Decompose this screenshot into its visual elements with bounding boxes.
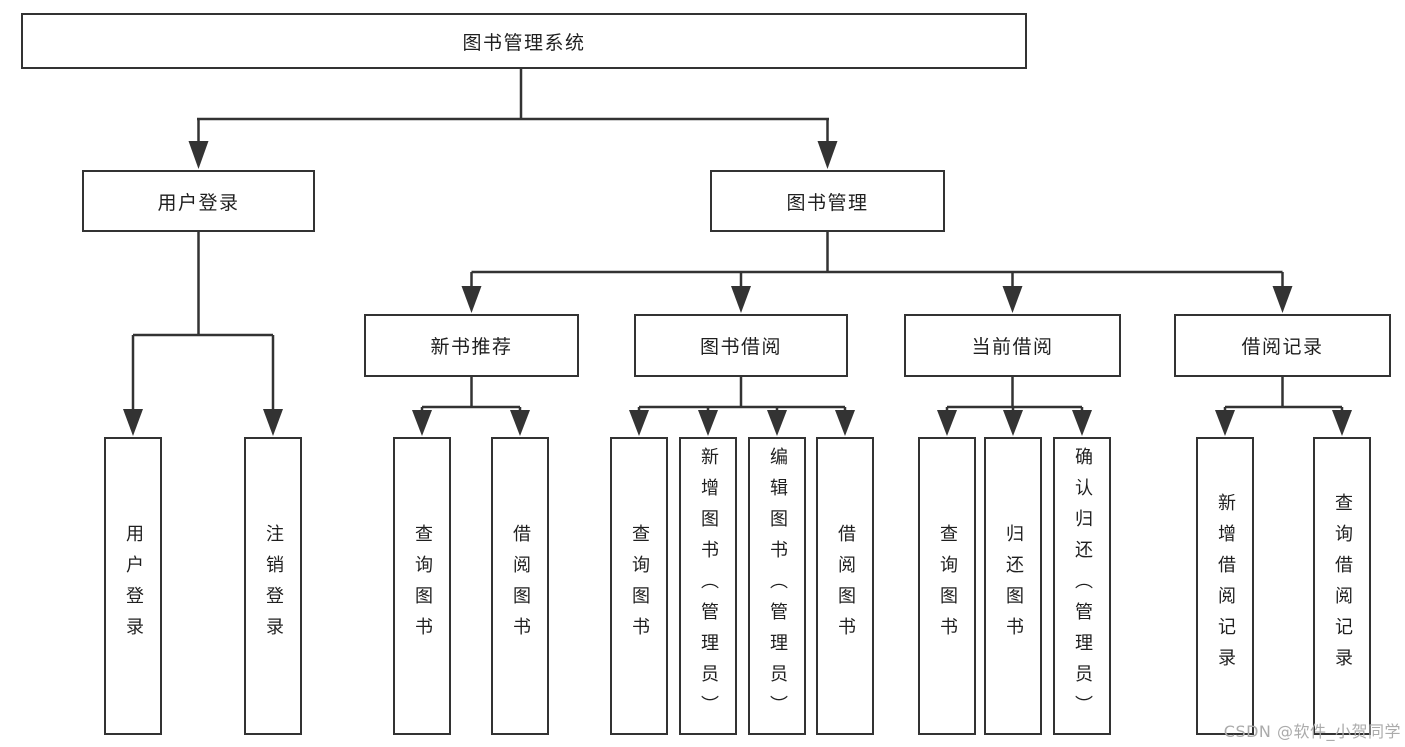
connector-book-borrowing-to-leaves	[629, 377, 855, 436]
leaf-borrow-books-recommend: 借阅图书	[491, 437, 549, 735]
connector-borrowing-records-to-leaves	[1215, 377, 1352, 436]
node-book-borrowing: 图书借阅	[634, 314, 848, 377]
leaf-label: 查询图书	[937, 524, 958, 648]
arrowhead-down-icon	[1003, 410, 1023, 436]
connector-new-book-recommendation-to-leaves	[412, 377, 530, 436]
connector-current-borrowing-to-leaves	[937, 377, 1092, 436]
arrowhead-down-icon	[731, 286, 751, 313]
leaf-query-books-current: 查询图书	[918, 437, 976, 735]
arrowhead-down-icon	[1002, 286, 1023, 313]
leaf-logout: 注销登录	[244, 437, 302, 735]
arrowhead-down-icon	[767, 410, 787, 436]
leaf-query-books-borrowing: 查询图书	[610, 437, 668, 735]
leaf-label: 编辑图书（管理员）	[767, 446, 788, 726]
watermark-text: CSDN @软件_小贺同学	[1223, 722, 1401, 741]
arrowhead-down-icon	[1272, 286, 1293, 313]
node-label: 用户登录	[157, 191, 240, 214]
arrowhead-down-icon	[263, 409, 283, 436]
arrowhead-down-icon	[1332, 410, 1352, 436]
leaf-label: 注销登录	[263, 524, 284, 648]
node-label: 图书借阅	[699, 336, 782, 358]
arrowhead-down-icon	[461, 286, 482, 313]
node-user-login: 用户登录	[82, 170, 315, 232]
arrowhead-down-icon	[817, 141, 838, 169]
arrowhead-down-icon	[412, 410, 432, 436]
arrowhead-down-icon	[937, 410, 957, 436]
connector-book-management-to-level3	[461, 232, 1293, 313]
connector-user-login-to-leaves	[123, 232, 283, 436]
leaf-borrow-books-borrowing: 借阅图书	[816, 437, 874, 735]
leaf-edit-books-admin: 编辑图书（管理员）	[748, 437, 806, 735]
leaf-label: 新增图书（管理员）	[698, 446, 719, 726]
leaf-label: 新增借阅记录	[1215, 493, 1236, 679]
node-label: 当前借阅	[971, 336, 1054, 358]
node-label: 新书推荐	[430, 336, 513, 358]
arrowhead-down-icon	[510, 410, 530, 436]
arrowhead-down-icon	[123, 409, 143, 436]
leaf-label: 借阅图书	[835, 524, 856, 648]
leaf-label: 用户登录	[123, 524, 144, 648]
leaf-return-books: 归还图书	[984, 437, 1042, 735]
node-library-management-system: 图书管理系统	[21, 13, 1027, 69]
leaf-label: 查询图书	[412, 524, 433, 648]
leaf-query-books-recommend: 查询图书	[393, 437, 451, 735]
leaf-label: 借阅图书	[510, 524, 531, 648]
leaf-add-books-admin: 新增图书（管理员）	[679, 437, 737, 735]
arrowhead-down-icon	[629, 410, 649, 436]
arrowhead-down-icon	[1215, 410, 1235, 436]
leaf-confirm-return-admin: 确认归还（管理员）	[1053, 437, 1111, 735]
node-current-borrowing: 当前借阅	[904, 314, 1121, 377]
node-book-management: 图书管理	[710, 170, 945, 232]
connector-root-to-level2	[188, 69, 838, 169]
node-borrowing-records: 借阅记录	[1174, 314, 1391, 377]
node-label: 图书管理	[786, 191, 869, 214]
leaf-add-borrow-record: 新增借阅记录	[1196, 437, 1254, 735]
leaf-user-login: 用户登录	[104, 437, 162, 735]
leaf-label: 查询借阅记录	[1332, 493, 1353, 679]
leaf-label: 归还图书	[1003, 524, 1024, 648]
leaf-label: 确认归还（管理员）	[1072, 446, 1093, 726]
node-label: 借阅记录	[1241, 336, 1324, 358]
leaf-query-borrow-record: 查询借阅记录	[1313, 437, 1371, 735]
node-new-book-recommendation: 新书推荐	[364, 314, 579, 377]
arrowhead-down-icon	[188, 141, 209, 169]
leaf-label: 查询图书	[629, 524, 650, 648]
arrowhead-down-icon	[835, 410, 855, 436]
arrowhead-down-icon	[1072, 410, 1092, 436]
node-label: 图书管理系统	[462, 31, 586, 54]
arrowhead-down-icon	[698, 410, 718, 436]
